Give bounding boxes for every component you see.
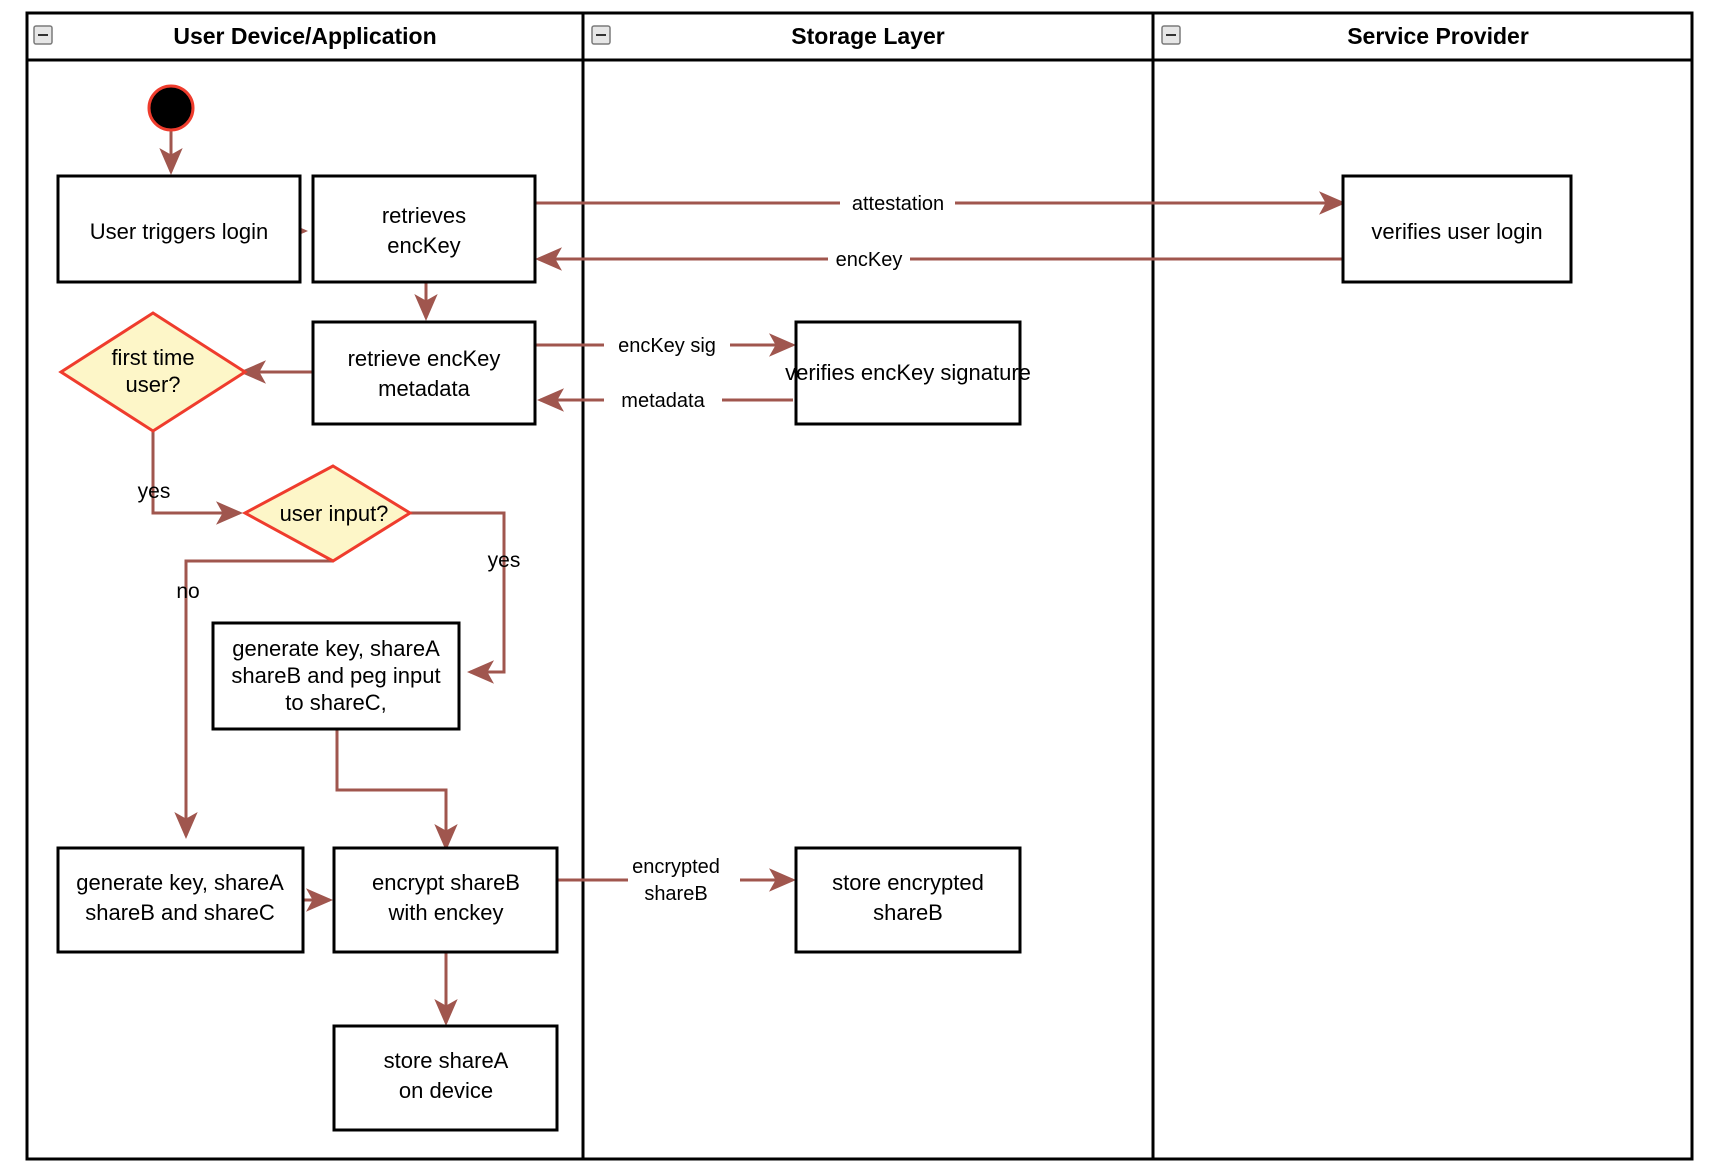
- node-label-line-2: metadata: [378, 376, 470, 401]
- node-verifies-user-login[interactable]: verifies user login: [1341, 174, 1573, 284]
- node-label-line-2: with enckey: [388, 900, 504, 925]
- node-label-line-1: store shareA: [384, 1048, 509, 1073]
- node-store-encrypted-shareb[interactable]: store encrypted shareB: [794, 846, 1022, 954]
- node-label-line-1: generate key, shareA: [76, 870, 284, 895]
- lane-header-storage-layer: Storage Layer: [591, 23, 945, 49]
- lane-header-service-provider: Service Provider: [1161, 23, 1529, 49]
- lane-title-user-device: User Device/Application: [173, 23, 436, 49]
- node-label-line-2: shareB and shareC: [85, 900, 275, 925]
- node-generate-abc[interactable]: generate key, shareA shareB and shareC: [56, 846, 305, 954]
- node-user-triggers-login[interactable]: User triggers login: [56, 174, 302, 284]
- node-label-line-1: store encrypted: [832, 870, 984, 895]
- node-verifies-enckey-signature[interactable]: verifies encKey signature: [785, 320, 1031, 426]
- node-user-input[interactable]: user input?: [241, 464, 413, 563]
- node-label-line-1: retrieves: [382, 203, 466, 228]
- edge-label-enckey: encKey: [836, 249, 903, 271]
- edge-labels: attestation encKey encKey sig metadata y…: [138, 193, 944, 905]
- edge-label-encrypted-line-2: shareB: [644, 883, 707, 905]
- lane-title-service-provider: Service Provider: [1347, 23, 1529, 49]
- node-label-line-3: to shareC,: [285, 690, 387, 715]
- lane-header-user-device: User Device/Application: [33, 23, 437, 49]
- edge-userinput-no-to-abc: [174, 559, 333, 839]
- edge-firsttime-yes-to-userinput: [151, 413, 243, 525]
- node-label-line-2: user?: [125, 372, 180, 397]
- branch-label-yes-user-input: yes: [488, 549, 521, 572]
- node-label-line-1: encrypt shareB: [372, 870, 520, 895]
- node-label: verifies user login: [1371, 219, 1542, 244]
- node-retrieves-enckey[interactable]: retrieves encKey: [311, 174, 537, 284]
- node-generate-peg[interactable]: generate key, shareA shareB and peg inpu…: [211, 621, 461, 731]
- node-label-line-1: first time: [111, 345, 194, 370]
- node-encrypt-shareb[interactable]: encrypt shareB with enckey: [332, 846, 559, 954]
- node-label-line-2: shareB: [873, 900, 943, 925]
- edge-label-enckey-sig: encKey sig: [618, 335, 716, 357]
- node-start[interactable]: [147, 84, 195, 132]
- node-label: verifies encKey signature: [785, 360, 1031, 385]
- edge-label-attestation: attestation: [852, 193, 944, 215]
- edge-label-metadata: metadata: [621, 390, 705, 412]
- edge-label-encrypted-line-1: encrypted: [632, 856, 720, 878]
- node-label-line-2: on device: [399, 1078, 493, 1103]
- branch-label-no-user-input: no: [176, 580, 199, 603]
- node-label: user input?: [280, 501, 389, 526]
- lane-title-storage-layer: Storage Layer: [791, 23, 944, 49]
- node-first-time-user[interactable]: first time user?: [58, 311, 248, 433]
- node-store-sharea[interactable]: store shareA on device: [332, 1024, 559, 1132]
- flow-connectors: [151, 122, 1346, 1026]
- edge-peg-to-encrypt: [335, 729, 458, 851]
- edge-userinput-yes-to-peg: [410, 511, 506, 684]
- node-label-line-2: encKey: [387, 233, 460, 258]
- node-label-line-1: retrieve encKey: [348, 346, 501, 371]
- node-retrieve-enckey-metadata[interactable]: retrieve encKey metadata: [311, 320, 537, 426]
- node-label-line-1: generate key, shareA: [232, 636, 440, 661]
- node-label-line-2: shareB and peg input: [231, 663, 440, 688]
- branch-label-yes-first-time: yes: [138, 480, 171, 503]
- node-label: User triggers login: [90, 219, 269, 244]
